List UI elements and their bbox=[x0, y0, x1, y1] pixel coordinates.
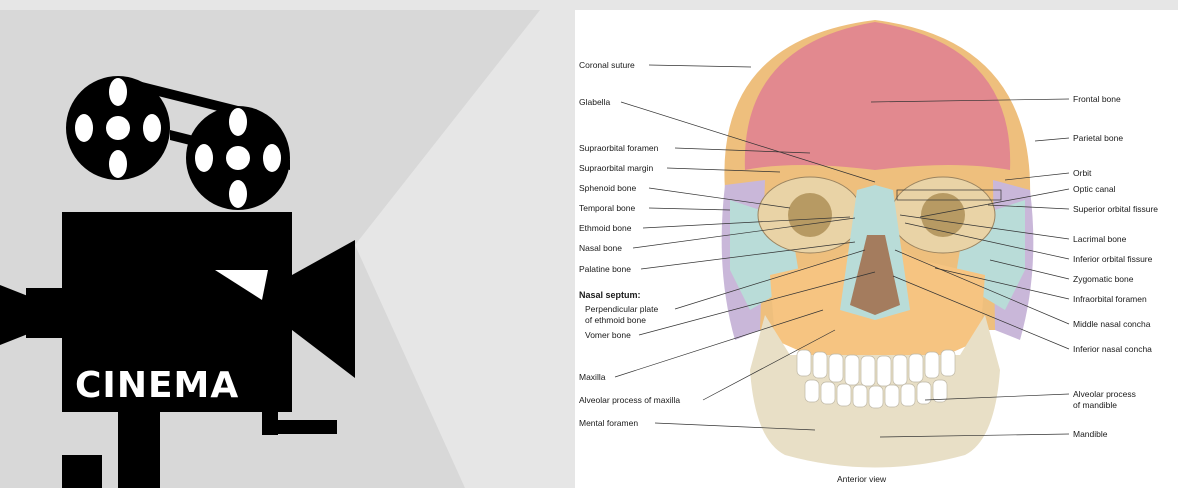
label-right-11: Alveolar process bbox=[1073, 389, 1136, 399]
label-left-2: Supraorbital foramen bbox=[579, 143, 659, 153]
label-left-0: Coronal suture bbox=[579, 60, 635, 70]
label-right-6: Inferior orbital fissure bbox=[1073, 254, 1153, 264]
label-left-15: Mental foramen bbox=[579, 418, 638, 428]
label-right-4: Superior orbital fissure bbox=[1073, 204, 1158, 214]
label-left-13: Maxilla bbox=[579, 372, 606, 382]
orbit-right-depth bbox=[921, 193, 965, 237]
label-right-1: Parietal bone bbox=[1073, 133, 1123, 143]
label-right-5: Lacrimal bone bbox=[1073, 234, 1127, 244]
label-left-7: Nasal bone bbox=[579, 243, 622, 253]
label-left-10: Perpendicular plate bbox=[585, 304, 659, 314]
label-left-8: Palatine bone bbox=[579, 264, 631, 274]
leader-left-0 bbox=[649, 65, 751, 67]
label-left-11: of ethmoid bone bbox=[585, 315, 646, 325]
label-right-2: Orbit bbox=[1073, 168, 1092, 178]
leader-left-5 bbox=[649, 208, 730, 210]
label-right-8: Infraorbital foramen bbox=[1073, 294, 1147, 304]
label-right-7: Zygomatic bone bbox=[1073, 274, 1134, 284]
diagram-caption: Anterior view bbox=[837, 474, 887, 484]
frontal-bone-shape bbox=[745, 22, 1010, 170]
label-left-3: Supraorbital margin bbox=[579, 163, 653, 173]
label-left-9: Nasal septum: bbox=[579, 290, 641, 300]
label-left-6: Ethmoid bone bbox=[579, 223, 632, 233]
label-right-10: Inferior nasal concha bbox=[1073, 344, 1152, 354]
leader-right-1 bbox=[1035, 138, 1069, 141]
label-right-3: Optic canal bbox=[1073, 184, 1116, 194]
skull-illustration bbox=[722, 20, 1034, 468]
orbit-left-depth bbox=[788, 193, 832, 237]
cinema-panel bbox=[0, 0, 575, 488]
label-right-0: Frontal bone bbox=[1073, 94, 1121, 104]
label-left-4: Sphenoid bone bbox=[579, 183, 636, 193]
label-left-5: Temporal bone bbox=[579, 203, 636, 213]
label-left-14: Alveolar process of maxilla bbox=[579, 395, 680, 405]
cinema-label: CINEMA bbox=[75, 365, 239, 406]
label-left-12: Vomer bone bbox=[585, 330, 631, 340]
label-right-9: Middle nasal concha bbox=[1073, 319, 1151, 329]
label-right-12: of mandible bbox=[1073, 400, 1117, 410]
label-left-1: Glabella bbox=[579, 97, 610, 107]
label-right-13: Mandible bbox=[1073, 429, 1108, 439]
